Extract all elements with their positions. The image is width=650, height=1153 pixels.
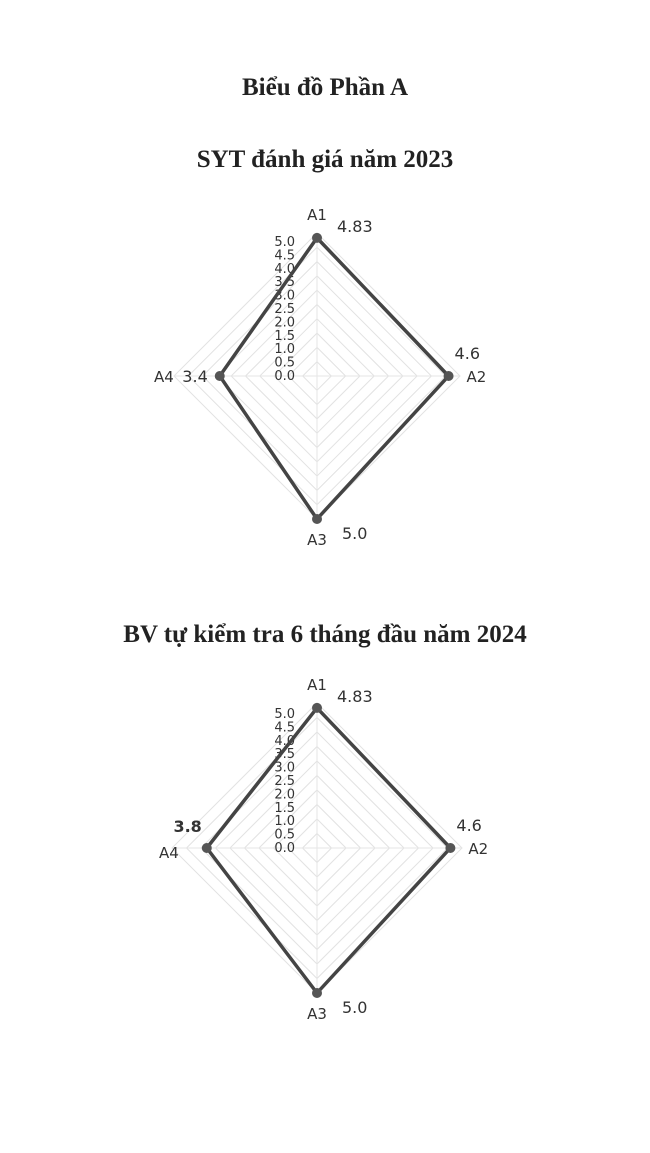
tick-label: 1.5 (274, 329, 295, 344)
data-point (201, 843, 212, 853)
category-label-a2: A2 (468, 840, 488, 858)
page-title: Biểu đồ Phần A (241, 74, 409, 101)
data-point (312, 702, 322, 713)
tick-label: 3.0 (274, 761, 295, 776)
tick-label: 2.0 (274, 787, 295, 802)
tick-label: 2.5 (274, 302, 295, 317)
chart-2-title: BV tự kiểm tra 6 tháng đầu năm 2024 (123, 621, 527, 648)
tick-label: 3.5 (274, 747, 295, 762)
value-label-a1: 4.83 (337, 217, 373, 236)
value-label-a2: 4.6 (455, 344, 480, 363)
tick-label: 0.5 (274, 828, 295, 843)
category-label-a1: A1 (307, 206, 327, 224)
value-label-a4: 3.8 (173, 817, 201, 836)
data-point (312, 232, 322, 243)
data-point (443, 371, 454, 381)
data-point (312, 988, 322, 998)
value-label-a1: 4.83 (337, 687, 373, 706)
value-label-a3: 5.0 (342, 998, 367, 1017)
tick-label: 1.5 (274, 801, 295, 816)
category-label-a3: A3 (307, 1005, 327, 1023)
tick-label: 2.5 (274, 774, 295, 789)
tick-label: 5.0 (274, 235, 295, 250)
tick-label: 4.5 (274, 720, 295, 735)
tick-label: 4.0 (274, 262, 295, 277)
value-label-a4: 3.4 (182, 367, 207, 386)
tick-label: 0.5 (274, 356, 295, 371)
tick-label: 4.5 (274, 248, 295, 263)
category-label-a4: A4 (159, 844, 179, 862)
value-label-a2: 4.6 (456, 816, 481, 835)
category-label-a3: A3 (307, 531, 327, 549)
category-label-a1: A1 (307, 676, 327, 694)
tick-label: 0.0 (274, 841, 295, 856)
chart-1-title: SYT đánh giá năm 2023 (196, 146, 454, 173)
tick-label: 2.0 (274, 315, 295, 330)
tick-label: 1.0 (274, 814, 295, 829)
value-label-a3: 5.0 (342, 524, 367, 543)
data-point (445, 843, 456, 853)
category-label-a2: A2 (467, 368, 487, 386)
tick-label: 0.0 (274, 369, 295, 384)
data-point (214, 371, 225, 381)
tick-label: 5.0 (274, 707, 295, 722)
tick-label: 1.0 (274, 342, 295, 357)
category-label-a4: A4 (154, 368, 174, 386)
data-point (312, 514, 322, 524)
